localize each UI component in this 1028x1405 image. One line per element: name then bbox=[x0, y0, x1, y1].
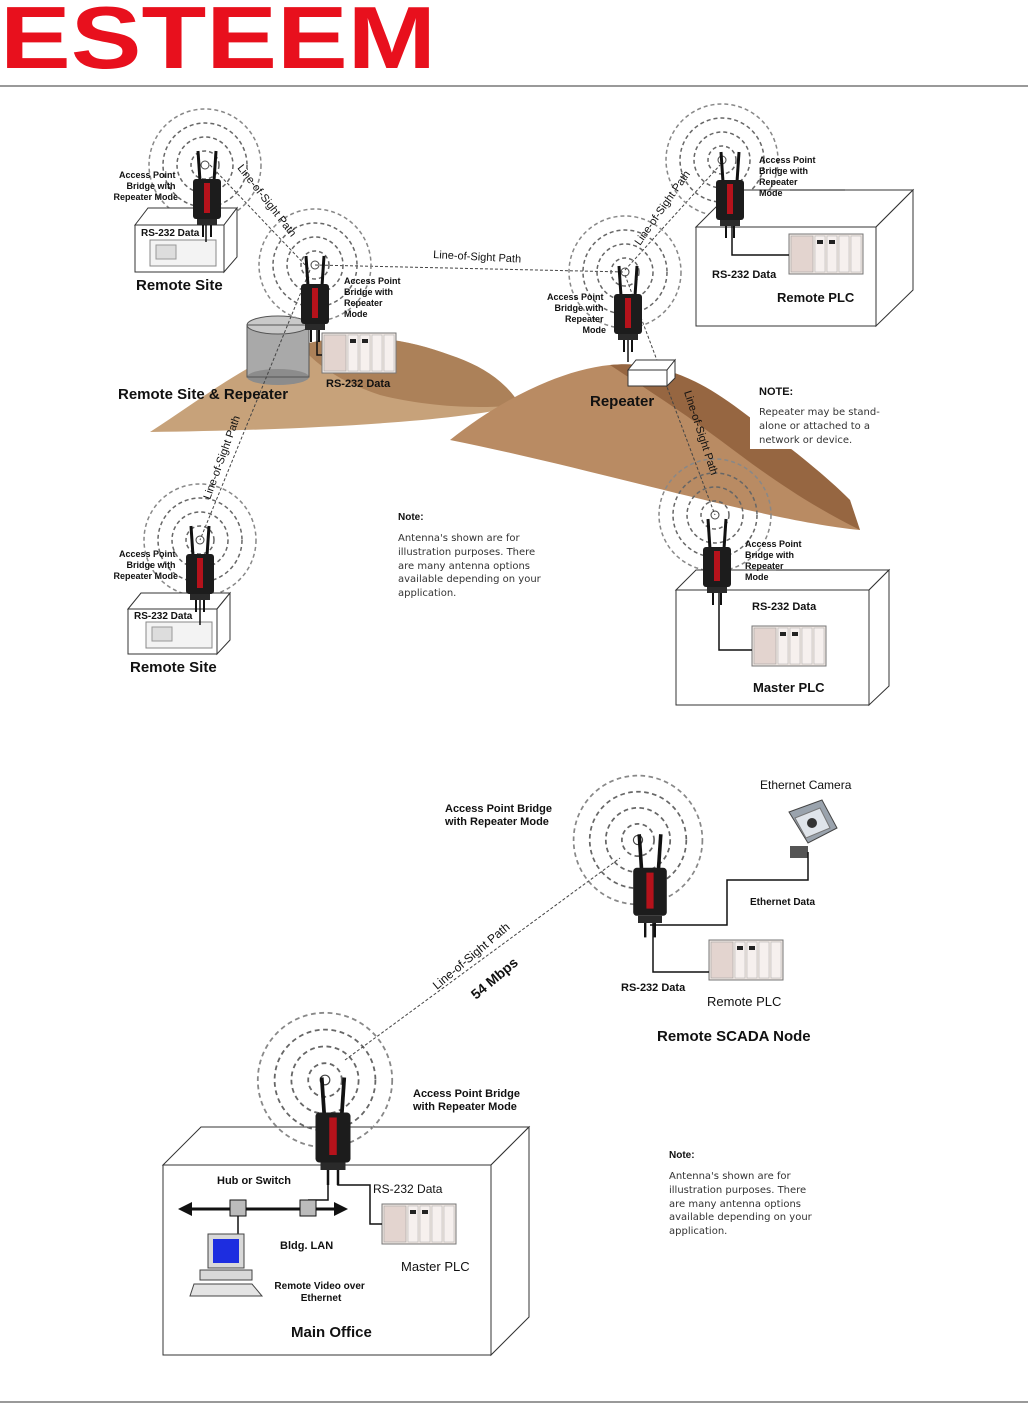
main-office-box bbox=[161, 1125, 531, 1357]
ap-label-d2-bottom: Access Point Bridge with Repeater Mode bbox=[412, 1088, 523, 1113]
los-label-tr: Line-of-Sight Path bbox=[633, 169, 693, 248]
computer-icon bbox=[189, 1233, 264, 1297]
los-line-mid-bl bbox=[199, 269, 311, 541]
hill-right bbox=[450, 364, 860, 530]
svg-text:Antenna's shown are for: Antenna's shown are for illustration pur… bbox=[669, 1171, 815, 1237]
rs232-label-mid: RS-232 Data bbox=[326, 378, 391, 390]
esteem-logo: ESTEEM bbox=[0, 0, 436, 87]
los-line-mid-rep bbox=[314, 264, 626, 273]
rs232-label-tr: RS-232 Data bbox=[712, 269, 777, 281]
radio-tl bbox=[191, 149, 223, 239]
switch-1 bbox=[229, 1199, 247, 1217]
rs232-label-bl: RS-232 Data bbox=[134, 611, 193, 622]
plc-master bbox=[751, 625, 827, 667]
rs232-label-d2-master: RS-232 Data bbox=[373, 1182, 443, 1196]
rs232-label-d2-remote: RS-232 Data bbox=[621, 982, 686, 994]
remote-site-box-top bbox=[133, 206, 239, 274]
storage-tank bbox=[246, 315, 310, 385]
plc-master-d2 bbox=[381, 1203, 457, 1245]
wire-eth-camera bbox=[650, 852, 809, 926]
lan-arrow-left bbox=[178, 1202, 192, 1216]
ap-label-tl: Access Point Bridge with Repeater Mode bbox=[113, 170, 178, 202]
wire-mid bbox=[316, 322, 322, 356]
switch-2 bbox=[299, 1199, 317, 1217]
master-plc-label-d2: Master PLC bbox=[401, 1259, 470, 1274]
wire-rs232-remote bbox=[652, 918, 709, 973]
radio-rep bbox=[612, 264, 644, 354]
ap-label-br: Access Point Bridge with Repeater Mode bbox=[745, 539, 804, 582]
svg-text:Repeater may be stand-: Repeater may be stand- alone or attached… bbox=[759, 407, 883, 446]
wire-br bbox=[718, 585, 752, 651]
svg-text:Note:: Note: bbox=[398, 512, 424, 523]
remote-site-label-top: Remote Site bbox=[136, 277, 223, 294]
hill-right-shadow bbox=[610, 364, 860, 530]
hub-switch-label: Hub or Switch bbox=[217, 1175, 291, 1187]
remote-plc-label: Remote PLC bbox=[777, 290, 855, 305]
ethernet-data-label: Ethernet Data bbox=[750, 897, 815, 908]
diagram-2: Access Point Bridge with Repeater Mode A… bbox=[161, 774, 852, 1357]
remote-site-box-bottom bbox=[126, 591, 232, 656]
rs232-label-br: RS-232 Data bbox=[752, 601, 817, 613]
los-label-tl: Line-of-Sight Path bbox=[235, 162, 299, 239]
radio-br bbox=[701, 517, 733, 607]
wire-tr bbox=[731, 222, 789, 256]
remote-site-repeater-label: Remote Site & Repeater bbox=[118, 386, 288, 403]
repeater-label: Repeater bbox=[590, 393, 654, 410]
rs232-label-tl: RS-232 Data bbox=[141, 228, 200, 239]
remote-plc-label-d2: Remote PLC bbox=[707, 994, 781, 1009]
los-line-d2 bbox=[344, 857, 621, 1061]
repeater-white-box bbox=[626, 358, 677, 388]
lan-arrow-right bbox=[334, 1202, 348, 1216]
diagram-1: Access Point Bridge with Repeater Mode A… bbox=[113, 103, 915, 707]
bldg-lan-label: Bldg. LAN bbox=[280, 1240, 333, 1252]
main-office-label: Main Office bbox=[291, 1324, 372, 1341]
remote-video-label: Remote Video over Ethernet bbox=[274, 1281, 367, 1304]
los-line-rep-tr bbox=[624, 164, 721, 271]
master-plc-label: Master PLC bbox=[753, 680, 825, 695]
plc-remote bbox=[788, 233, 864, 275]
ap-label-rep: Access Point Bridge with Repeater Mode bbox=[547, 292, 606, 335]
los-label-top: Line-of-Sight Path bbox=[433, 249, 522, 266]
ethernet-camera-icon bbox=[788, 799, 838, 858]
repeater-note: NOTE: Repeater may be stand- alone or at… bbox=[750, 381, 888, 449]
plc-remote-d2 bbox=[708, 939, 784, 981]
ethernet-camera-label: Ethernet Camera bbox=[760, 778, 852, 792]
los-line-tl-mid bbox=[209, 164, 311, 271]
svg-text:NOTE:: NOTE: bbox=[759, 386, 793, 398]
antenna-note-1: Note: Antenna's shown are for illustrati… bbox=[398, 512, 544, 599]
ap-label-d2-top: Access Point Bridge with Repeater Mode bbox=[444, 803, 555, 828]
ap-label-tr: Access Point Bridge with Repeater Mode bbox=[759, 155, 818, 198]
ap-label-bl: Access Point Bridge with Repeater Mode bbox=[113, 549, 178, 581]
plc-remote-site-repeater bbox=[321, 332, 397, 374]
svg-text:Antenna's shown are for: Antenna's shown are for illustration pur… bbox=[398, 533, 544, 599]
radio-d2-bottom bbox=[313, 1075, 353, 1187]
svg-text:Note:: Note: bbox=[669, 1150, 695, 1161]
radio-tr bbox=[714, 150, 746, 240]
antenna-note-2: Note: Antenna's shown are for illustrati… bbox=[669, 1150, 815, 1237]
remote-scada-label: Remote SCADA Node bbox=[657, 1028, 811, 1045]
ap-label-mid: Access Point Bridge with Repeater Mode bbox=[344, 276, 403, 319]
remote-site-label-bottom: Remote Site bbox=[130, 659, 217, 676]
